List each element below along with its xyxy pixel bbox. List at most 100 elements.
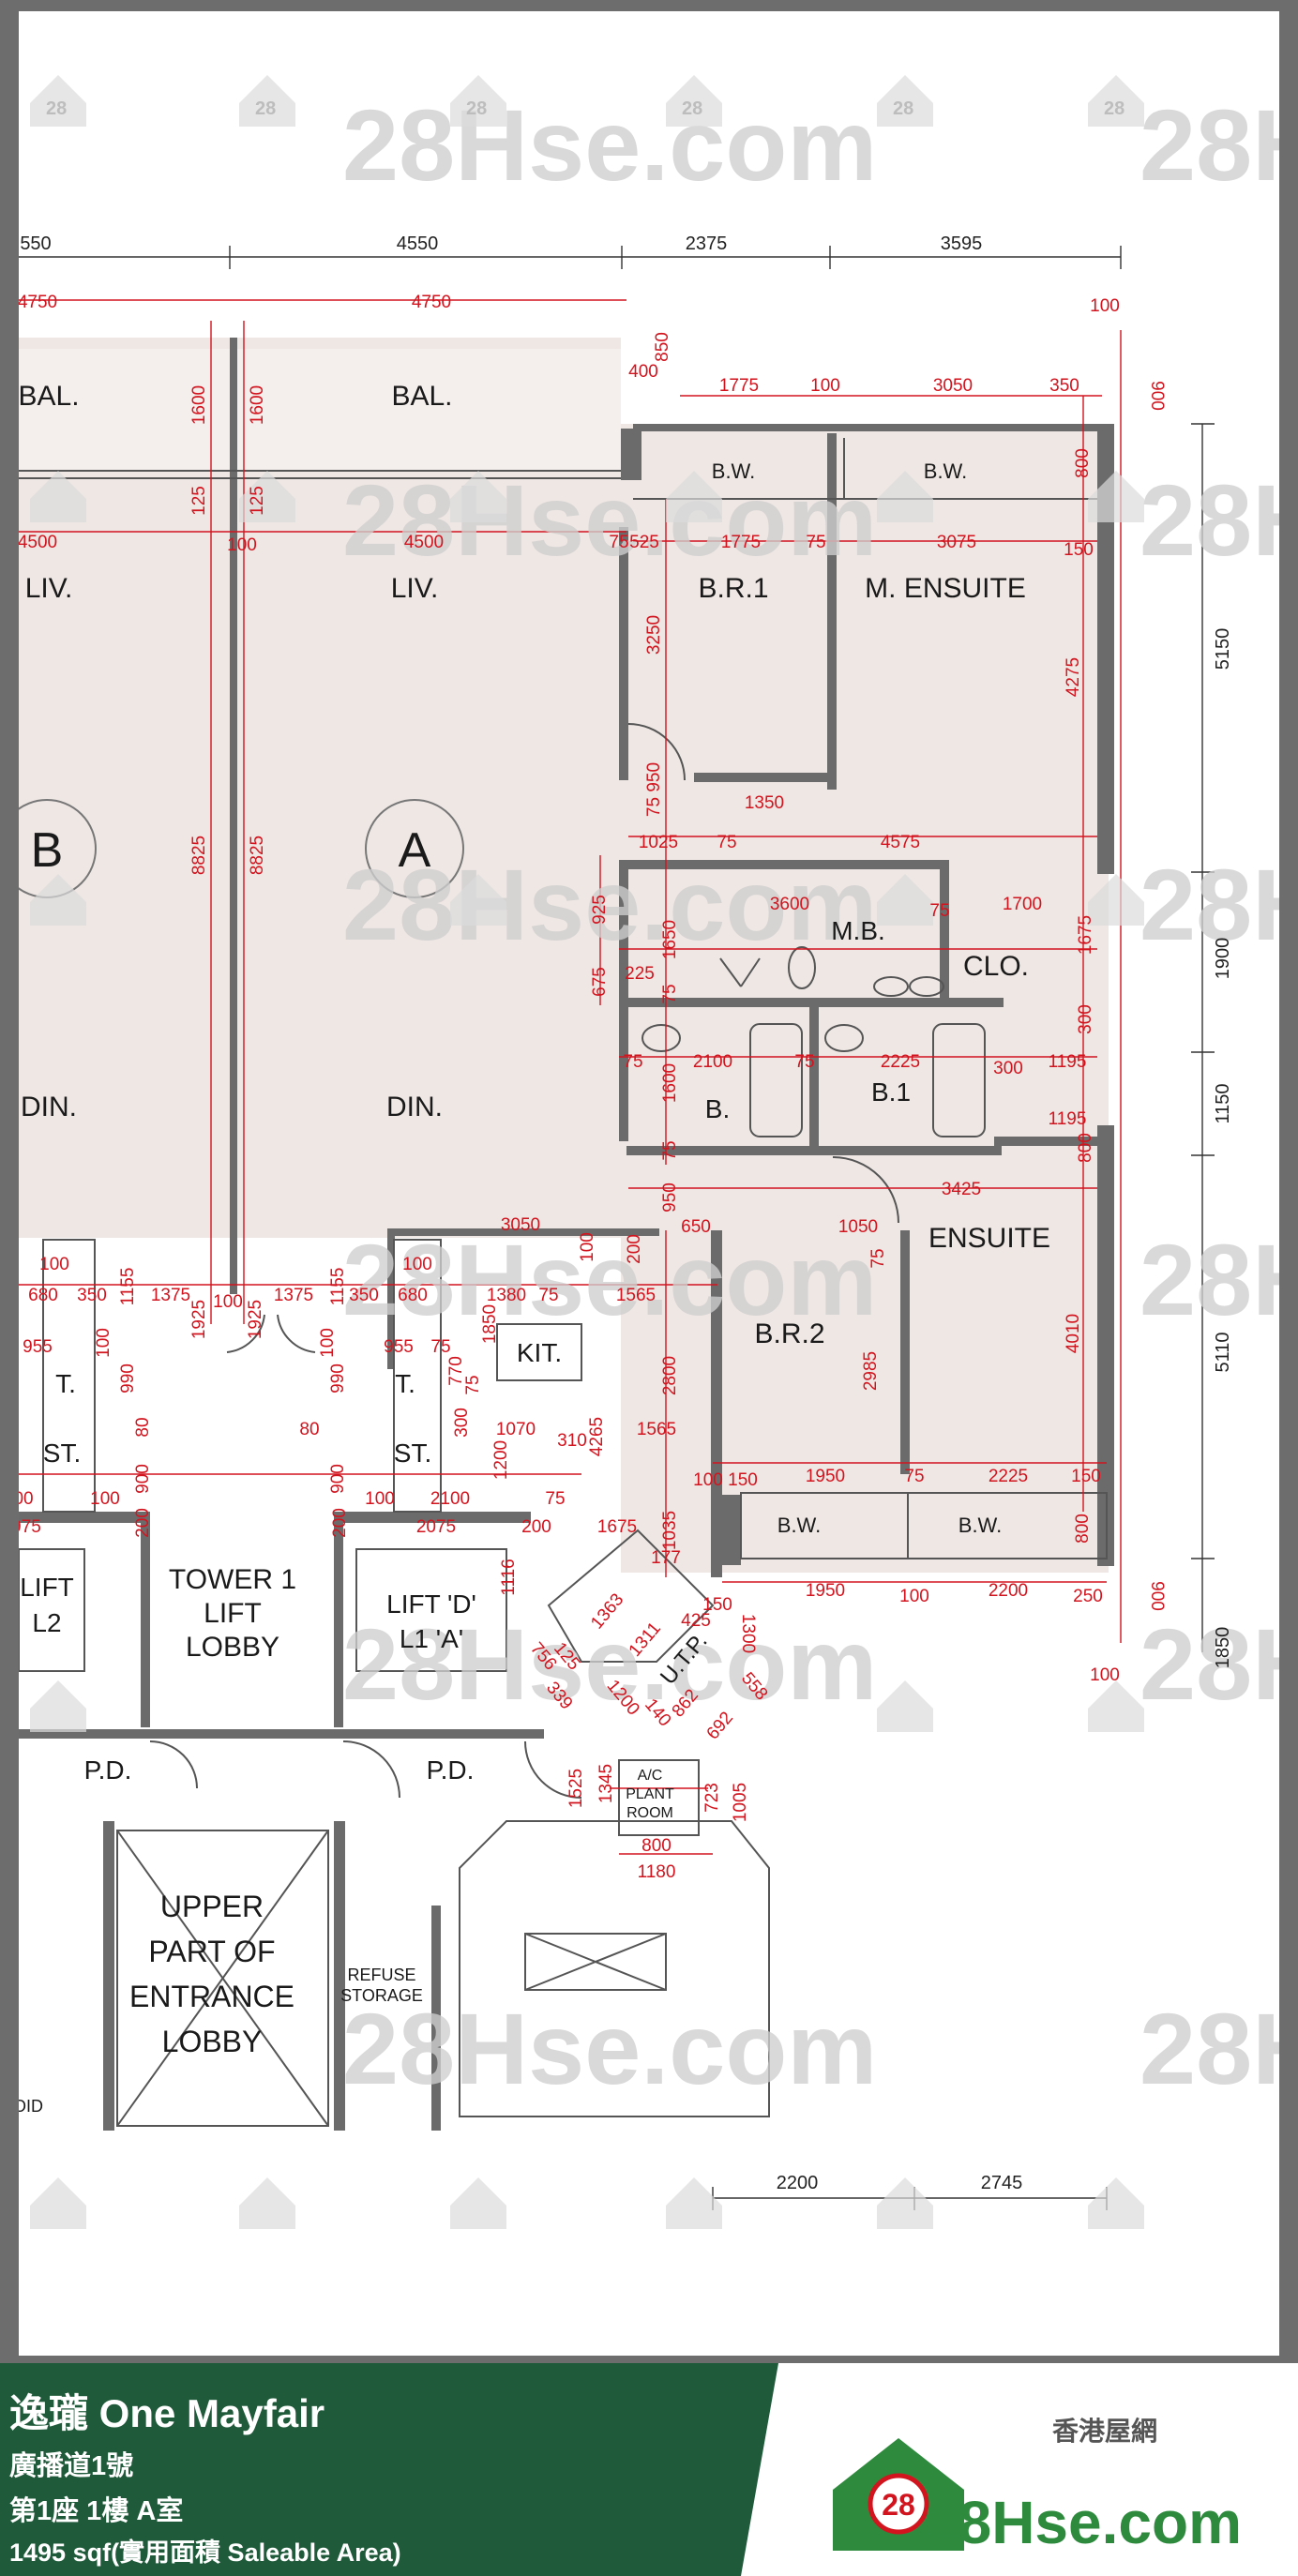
house-icon: [877, 471, 933, 522]
label-refuse-1: REFUSE: [347, 1966, 415, 1984]
wall-kit-left: [387, 1228, 395, 1369]
label-t: T.: [395, 1369, 415, 1398]
badge-label: 28: [893, 98, 913, 119]
brand-name: 28Hse.com: [925, 2489, 1242, 2556]
dim-100-party: 100: [227, 535, 257, 555]
dim-990-l: 990: [118, 1363, 138, 1393]
dim-right-1150: 1150: [1213, 1083, 1233, 1123]
label-st: ST.: [394, 1439, 431, 1468]
dim-bottom-2200: 2200: [777, 2173, 819, 2193]
footer-unit: 第1座 1樓 A室: [9, 2496, 184, 2526]
dim-4275: 4275: [1064, 657, 1083, 697]
dim-1650: 1650: [660, 920, 680, 959]
wall-core-left-1: [19, 1512, 141, 1523]
label-void: OID: [19, 2097, 43, 2116]
label-m-ensuite: M. ENSUITE: [865, 573, 1026, 604]
label-bal-left: BAL.: [19, 381, 80, 412]
label-clo: CLO.: [963, 951, 1029, 982]
wall-br1-right: [827, 433, 837, 790]
dim-75-mb: 75: [717, 833, 736, 852]
dim-bottom-2745: 2745: [981, 2173, 1023, 2193]
dim-3425: 3425: [942, 1180, 981, 1199]
label-br1: B.R.1: [698, 573, 768, 604]
house-icon: [1088, 2177, 1144, 2229]
label-b: B.: [705, 1094, 730, 1123]
floor-unit-a: [236, 338, 621, 1238]
wall-mb-top: [626, 860, 945, 869]
watermarks: 28Hse.com 28Hse.com 28Hse.com 28Hse.com …: [342, 88, 1279, 2105]
wall-lobby-right: [334, 1512, 343, 1727]
dim-top-2375: 2375: [686, 233, 728, 254]
dim-900-top-right: 900: [1147, 381, 1167, 411]
house-icon: [239, 75, 295, 127]
dim-300-clo: 300: [1076, 1004, 1095, 1034]
dim-00: 00: [19, 1489, 34, 1509]
house-icon: [30, 75, 86, 127]
watermark-badge-row-5: [30, 2177, 1144, 2229]
dim-200: 200: [625, 1234, 644, 1264]
dim-310: 310: [557, 1431, 587, 1451]
dim-400: 400: [628, 362, 658, 382]
label-lift-l2-2: L2: [32, 1608, 61, 1637]
wall-right-outer-top: [1097, 424, 1114, 874]
dim-680-l: 680: [28, 1286, 58, 1305]
dim-850: 850: [653, 332, 672, 362]
dim-1600: 1600: [248, 385, 267, 425]
dim-1950-b: 1950: [806, 1581, 845, 1601]
dim-3050: 3050: [933, 376, 973, 396]
label-kit: KIT.: [517, 1338, 562, 1367]
dim-990-r: 990: [328, 1363, 348, 1393]
balcony-areas: [19, 349, 621, 471]
badge-label: 28: [466, 98, 487, 119]
dim-75-kit: 75: [538, 1286, 558, 1305]
wall-bw-bottom-left: [717, 1495, 741, 1565]
dim-1345: 1345: [596, 1764, 616, 1803]
dim-125-left: 125: [189, 486, 209, 516]
dim-1925-r: 1925: [246, 1300, 265, 1339]
wall-mb-bottom: [626, 998, 1004, 1007]
dim-75-br2: 75: [868, 1248, 888, 1268]
dim-1375-r: 1375: [274, 1286, 313, 1305]
dim-723: 723: [702, 1783, 722, 1813]
dim-2225: 2225: [881, 1052, 920, 1072]
dim-75-liv: 75: [609, 533, 628, 552]
dim-1035: 1035: [660, 1511, 680, 1550]
watermark-10: 28Hse.com: [1140, 1223, 1279, 1336]
label-refuse-2: STORAGE: [340, 1986, 423, 2005]
balcony: [236, 349, 621, 471]
watermark-badge-row-2: [30, 471, 1144, 522]
dim-1675: 1675: [1076, 915, 1095, 955]
brand-logo: 香港屋網 28 28Hse.com: [823, 2401, 1245, 2560]
house-icon: [877, 1680, 933, 1732]
dim-350-l: 350: [77, 1286, 107, 1305]
dim-1675-b: 1675: [597, 1517, 637, 1537]
label-unit-a: A: [399, 823, 431, 878]
label-upper-4: LOBBY: [162, 2025, 263, 2058]
label-din-left: DIN.: [21, 1092, 77, 1122]
label-upper-3: ENTRANCE: [129, 1980, 294, 2013]
watermark-12: 28Hse.com: [1140, 1992, 1279, 2105]
dim-350: 350: [1049, 376, 1079, 396]
dim-75-corridor: 75: [660, 1140, 680, 1160]
watermark-3: 28Hse.com: [342, 848, 877, 961]
dim-4500: 4500: [404, 533, 444, 552]
dim-2100-st: 2100: [430, 1489, 470, 1509]
dim-900-l: 900: [133, 1464, 153, 1494]
dim-100-lobby: 100: [213, 1292, 243, 1312]
label-upper-2: PART OF: [148, 1935, 275, 1968]
watermark-badge-row-3: [30, 874, 1144, 926]
dim-1375-l: 1375: [151, 1286, 190, 1305]
dim-125: 125: [248, 486, 267, 516]
dim-350-r: 350: [349, 1286, 379, 1305]
dim-4750-left: 4750: [19, 293, 57, 312]
dim-4575: 4575: [881, 833, 920, 852]
badge-number: 28: [882, 2488, 915, 2522]
dim-150-br2: 150: [728, 1470, 758, 1490]
linework: [19, 438, 1108, 2127]
dimension-lines: [19, 299, 1122, 1855]
wall-bw-top: [633, 424, 1102, 431]
dimensions: 4750 4750 850 400 100 900 1775 100 3050 …: [19, 293, 1167, 1882]
dim-525: 525: [629, 533, 659, 552]
dim-100-top-right: 100: [1090, 296, 1120, 316]
floor-areas: [19, 338, 1109, 1573]
